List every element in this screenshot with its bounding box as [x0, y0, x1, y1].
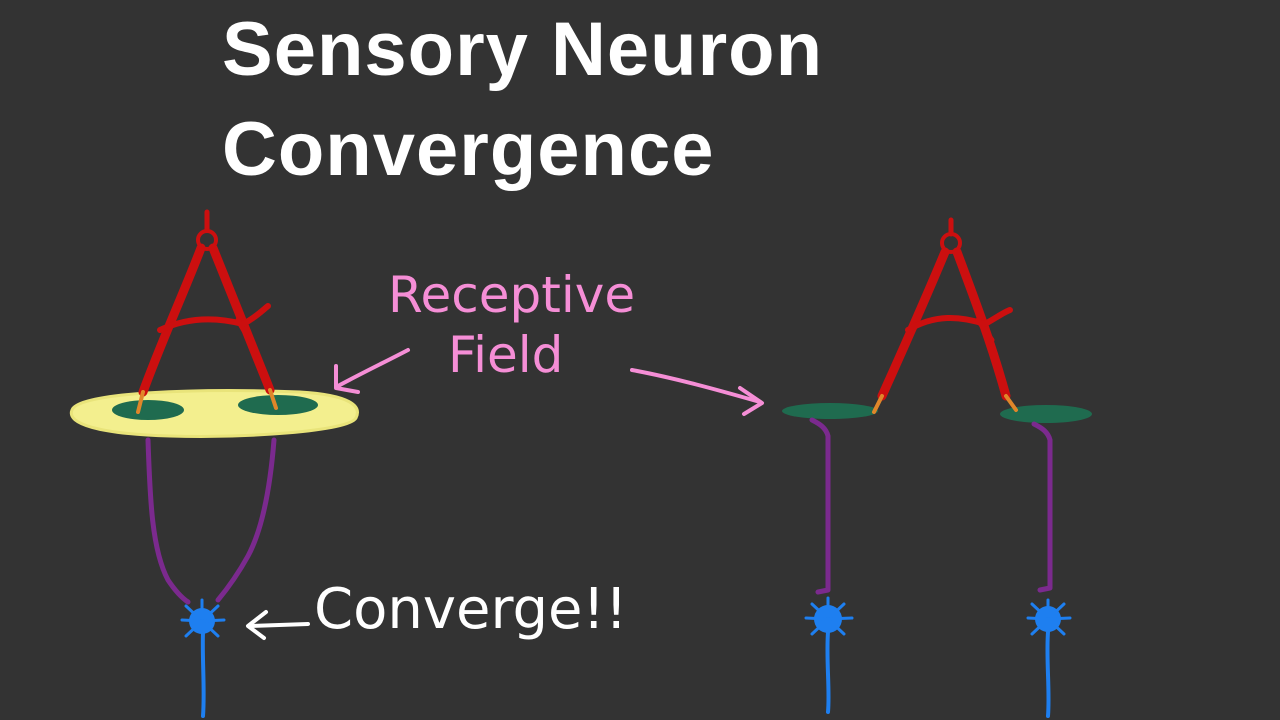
- left-caliper-icon: [138, 209, 275, 397]
- title-line-2: Convergence: [222, 107, 715, 192]
- converge-annotation: Converge!!: [246, 577, 627, 642]
- receptive-field-label-line-2: Field: [448, 326, 563, 384]
- left-receptor-1: [112, 400, 184, 420]
- right-caliper-icon: [877, 217, 1013, 401]
- slide-title: Sensory Neuron Convergence: [222, 0, 823, 200]
- receptive-field-label-line-1: Receptive: [388, 266, 635, 324]
- right-axon-1: [809, 417, 831, 595]
- arrow-icon: [246, 610, 310, 640]
- left-axon-1: [145, 437, 191, 605]
- left-axon-2: [215, 437, 277, 603]
- left-receptor-2: [238, 395, 318, 415]
- right-axon-2: [1031, 421, 1053, 593]
- left-neuron-icon: [180, 598, 226, 718]
- right-neuron-icon-2: [1026, 598, 1072, 718]
- right-neuron-icon-1: [804, 596, 854, 714]
- right-receptor-2: [1000, 405, 1092, 423]
- arrow-icon: [334, 348, 410, 394]
- left-receptive-field: [69, 389, 359, 438]
- left-convergent-system: [69, 209, 359, 718]
- right-receptor-1: [782, 403, 878, 419]
- receptive-field-annotation: Receptive Field: [334, 266, 764, 416]
- converge-label: Converge!!: [314, 577, 627, 642]
- right-separate-system: [782, 217, 1092, 718]
- title-line-1: Sensory Neuron: [222, 7, 824, 92]
- arrow-icon: [630, 368, 764, 416]
